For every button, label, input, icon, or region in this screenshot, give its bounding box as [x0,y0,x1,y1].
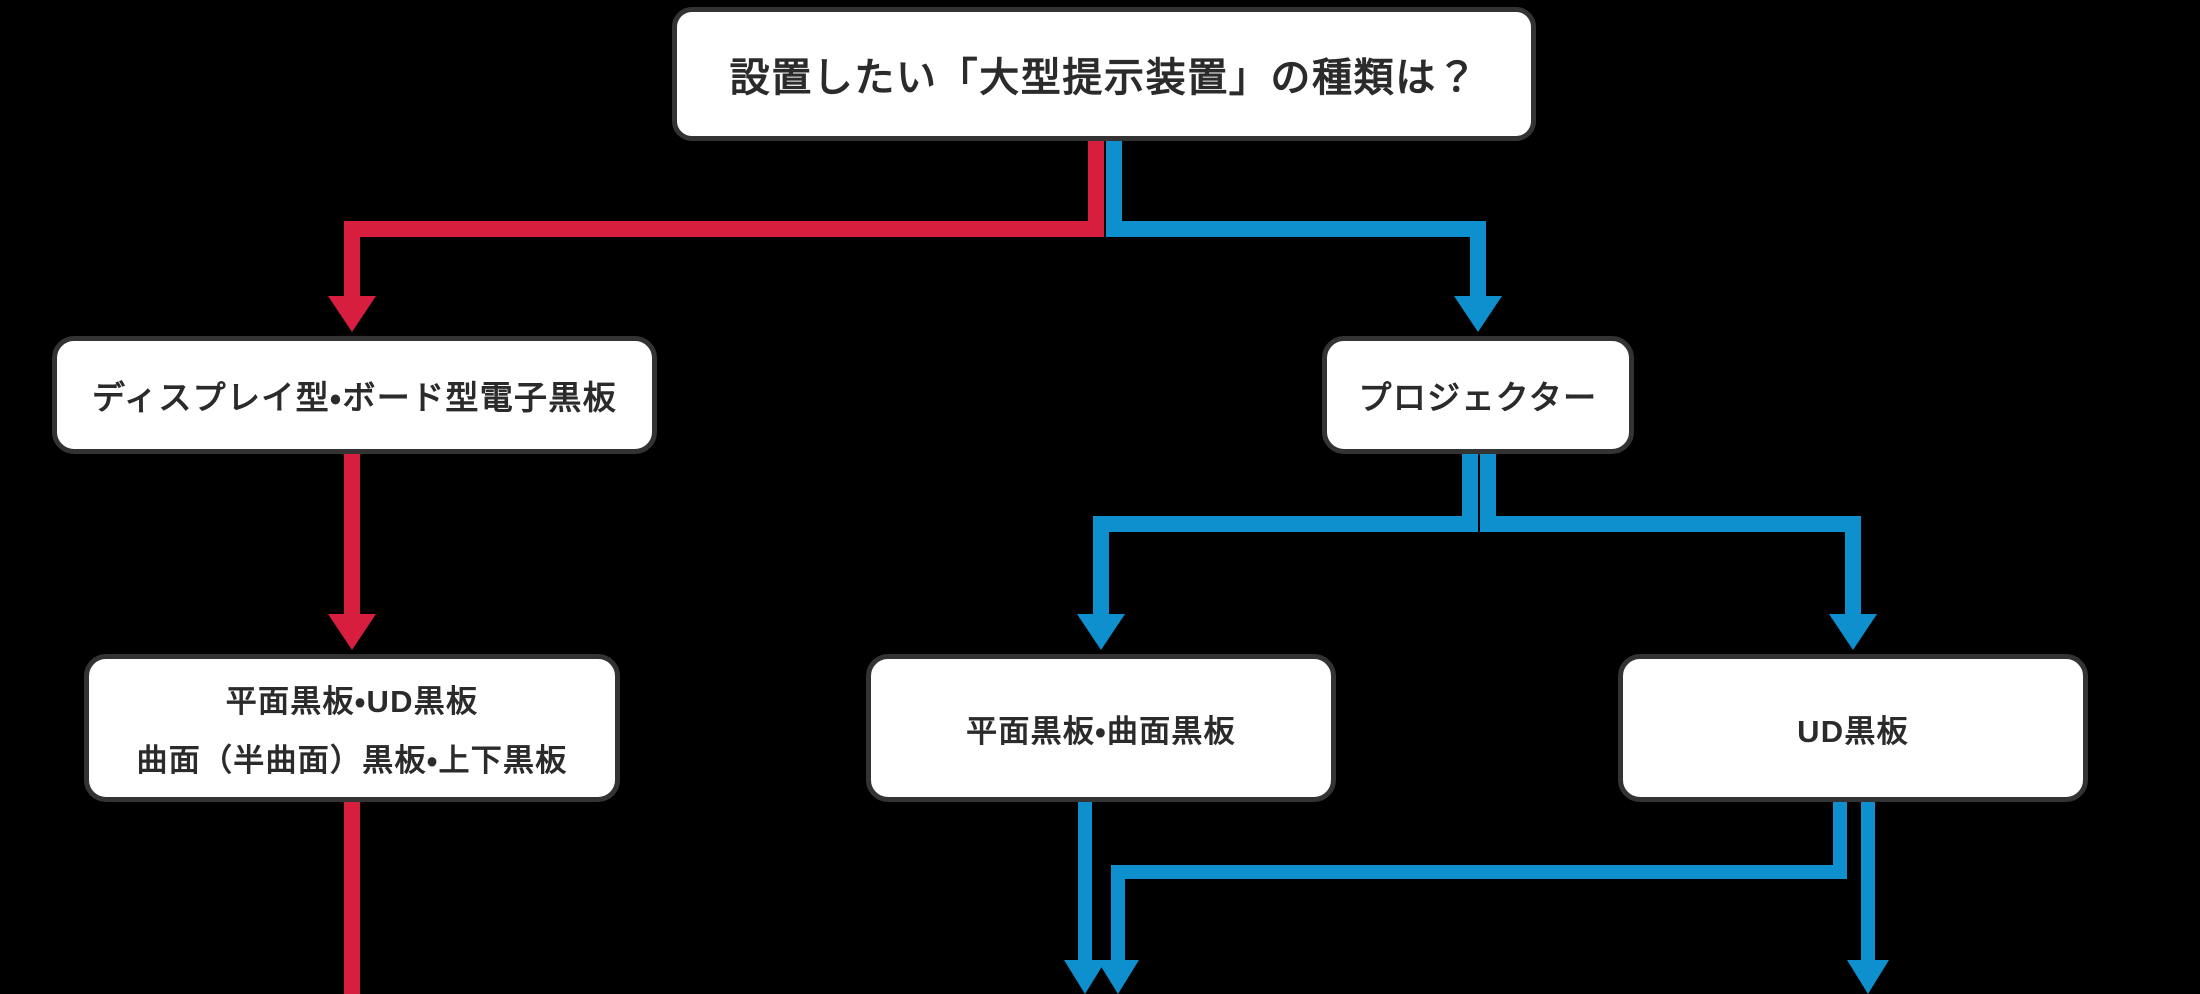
node-display-board-type[interactable]: ディスプレイ型・ボード型電子黒板 [52,336,657,454]
node-root-question[interactable]: 設置したい「大型提示装置」の種類は？ [672,7,1536,141]
edge-root-to-display [328,141,1104,332]
node-ud-board-line-1: UD黒板 [1797,713,1909,749]
node-flat-curved[interactable]: 平面黒板・曲面黒板 [866,654,1336,802]
node-flat-ud-curved-updown[interactable]: 平面黒板・UD黒板 曲面（半曲面）黒板・上下黒板 [84,654,620,802]
node-projector[interactable]: プロジェクター [1322,336,1634,454]
node-ud-board[interactable]: UD黒板 [1618,654,2088,802]
node-flat-ud-curved-updown-line-2: 曲面（半曲面）黒板・上下黒板 [136,743,568,778]
edge-projector-to-ud [1480,454,1877,650]
node-projector-line-1: プロジェクター [1358,379,1598,416]
edge-ud-left-join-continue [1097,802,1847,994]
edge-display-to-flat-ud [328,454,376,650]
node-root-question-line-1: 設置したい「大型提示装置」の種類は？ [729,56,1479,100]
edge-root-to-projector [1106,141,1502,332]
edge-flat-curved-down-continue [1064,802,1106,994]
node-flat-ud-curved-updown-line-1: 平面黒板・UD黒板 [225,684,479,719]
node-display-board-type-line-1: ディスプレイ型・ボード型電子黒板 [91,379,618,416]
edge-projector-to-flat-curved [1077,454,1478,650]
edge-ud-down-continue [1847,802,1889,994]
node-flat-curved-line-1: 平面黒板・曲面黒板 [966,713,1236,749]
